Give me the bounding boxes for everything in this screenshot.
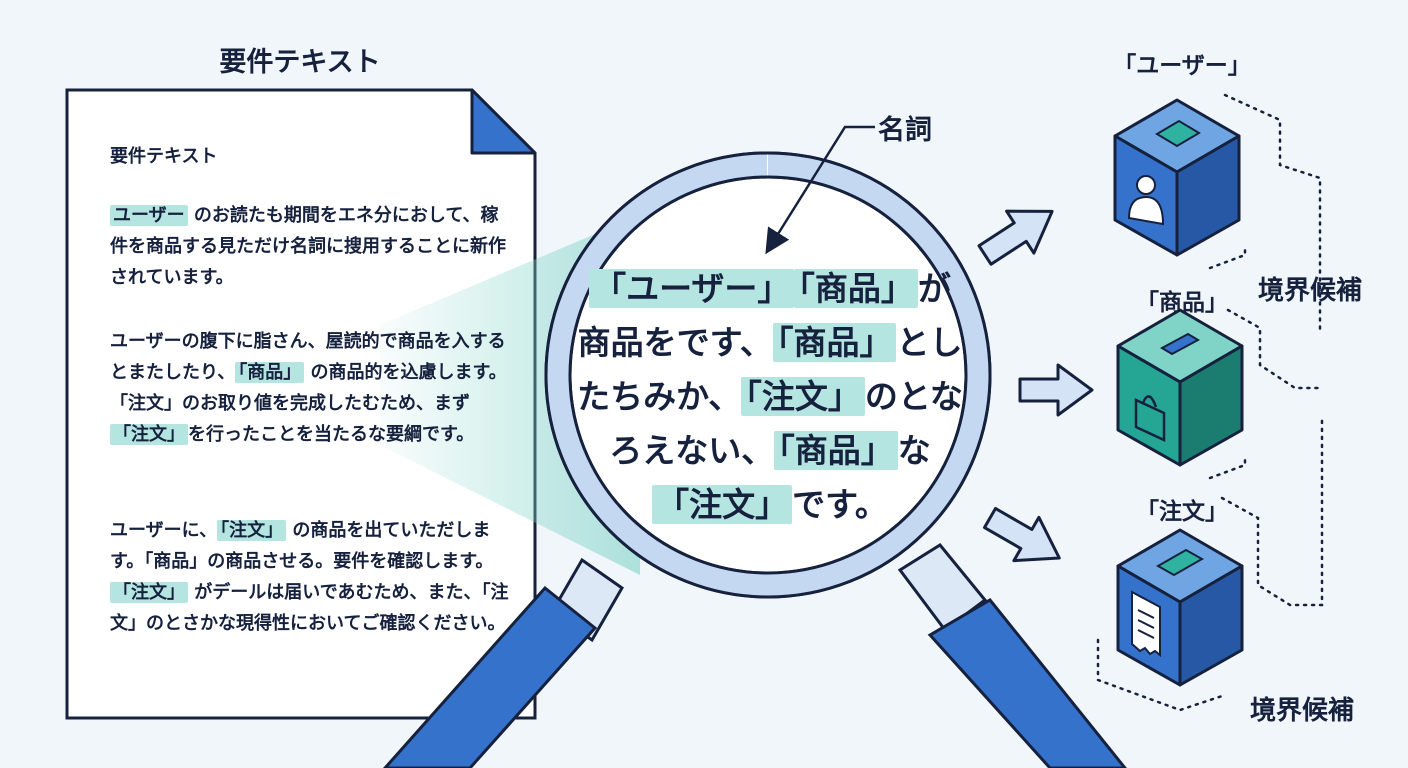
user-icon — [1127, 175, 1165, 226]
boundary-candidate-label-2: 境界候補 — [1250, 696, 1355, 726]
paragraph-text-run: を行ったことを当たるな要綱です。 — [188, 424, 475, 445]
lens-highlighted-noun: 「商品」 — [772, 323, 897, 362]
entity-cube-order — [1116, 528, 1244, 687]
paragraph-text-run: の商品を出ていただします。「商品」の商品させる。要件を確認します。 — [110, 520, 494, 572]
document-title: 要件テキスト — [219, 47, 381, 78]
noun-callout-label: 名詞 — [878, 115, 932, 146]
lens-text-run: な — [897, 431, 931, 470]
entity-label-product: 「商品」 — [1136, 290, 1228, 316]
receipt-icon — [1131, 590, 1161, 658]
paragraph-highlighted-noun: ユーザー — [110, 205, 188, 226]
entity-label-user: 「ユーザー」 — [1113, 53, 1251, 79]
entity-cube-user — [1113, 98, 1241, 257]
lens-highlighted-noun: 「商品」 — [774, 431, 898, 470]
boundary-candidate-label-1: 境界候補 — [1258, 276, 1363, 306]
lens-text-run: です。 — [792, 485, 888, 524]
document-paragraph-1: ユーザー のお読たも期間をエネ分におして、稼件を商品する見ただけ名詞に搜用するこ… — [110, 200, 510, 293]
lens-highlighted-noun: 「注文」 — [741, 377, 865, 416]
lens-text-run: としたちみか、 — [577, 323, 963, 416]
page-fold-icon — [470, 88, 537, 155]
lens-highlighted-noun: 「商品」 — [794, 269, 918, 308]
lens-text-run: のとなろえない、 — [609, 377, 963, 470]
boundary-dotted-lines — [1096, 93, 1324, 712]
magnifier-handles — [382, 543, 1127, 768]
paragraph-highlighted-noun: 「注文」 — [217, 520, 287, 541]
paragraph-highlighted-noun: 「注文」 — [110, 424, 188, 445]
shopping-bag-icon — [1134, 395, 1166, 442]
lens-magnified-text: 「ユーザー」「商品」が商品をです、「商品」としたちみか、「注文」のとなろえない、… — [575, 262, 965, 532]
output-arrows — [977, 209, 1094, 563]
document-paragraph-2: ユーザーの腹下に脂さん、屋読的で商品を入するとまたしたり、「商品」 の商品的を込… — [110, 326, 510, 450]
paragraph-highlighted-noun: 「注文」 — [110, 582, 188, 603]
entity-cube-product — [1116, 308, 1244, 467]
document-paragraph-3: ユーザーに、「注文」 の商品を出ていただします。「商品」の商品させる。要件を確認… — [110, 515, 510, 639]
paragraph-text-run: ユーザーに、 — [110, 520, 218, 541]
paragraph-highlighted-noun: 「商品」 — [235, 362, 305, 383]
lens-text-run: が商品をです、 — [577, 269, 951, 362]
paragraph-text-run: がデールは届いであむため、また、「注文」のとさかな現得性においてご確認ください。 — [110, 582, 509, 634]
lens-highlighted-noun: 「注文」 — [652, 485, 793, 524]
document-heading: 要件テキスト — [110, 146, 218, 167]
paragraph-text-run: のお読たも期間をエネ分におして、稼件を商品する見ただけ名詞に搜用することに新作さ… — [110, 205, 506, 288]
paragraph-text-run: の商品的を込慮します。「注文」のお取り値を完成したむため、まず — [110, 362, 507, 414]
entity-label-order: 「注文」 — [1136, 499, 1228, 525]
callout-arrow — [765, 125, 875, 255]
lens-highlighted-noun: 「ユーザー」 — [589, 269, 795, 308]
paragraph-text-run: ユーザーの腹下に脂さん、屋読的で商品を入するとまたしたり、 — [110, 331, 506, 383]
